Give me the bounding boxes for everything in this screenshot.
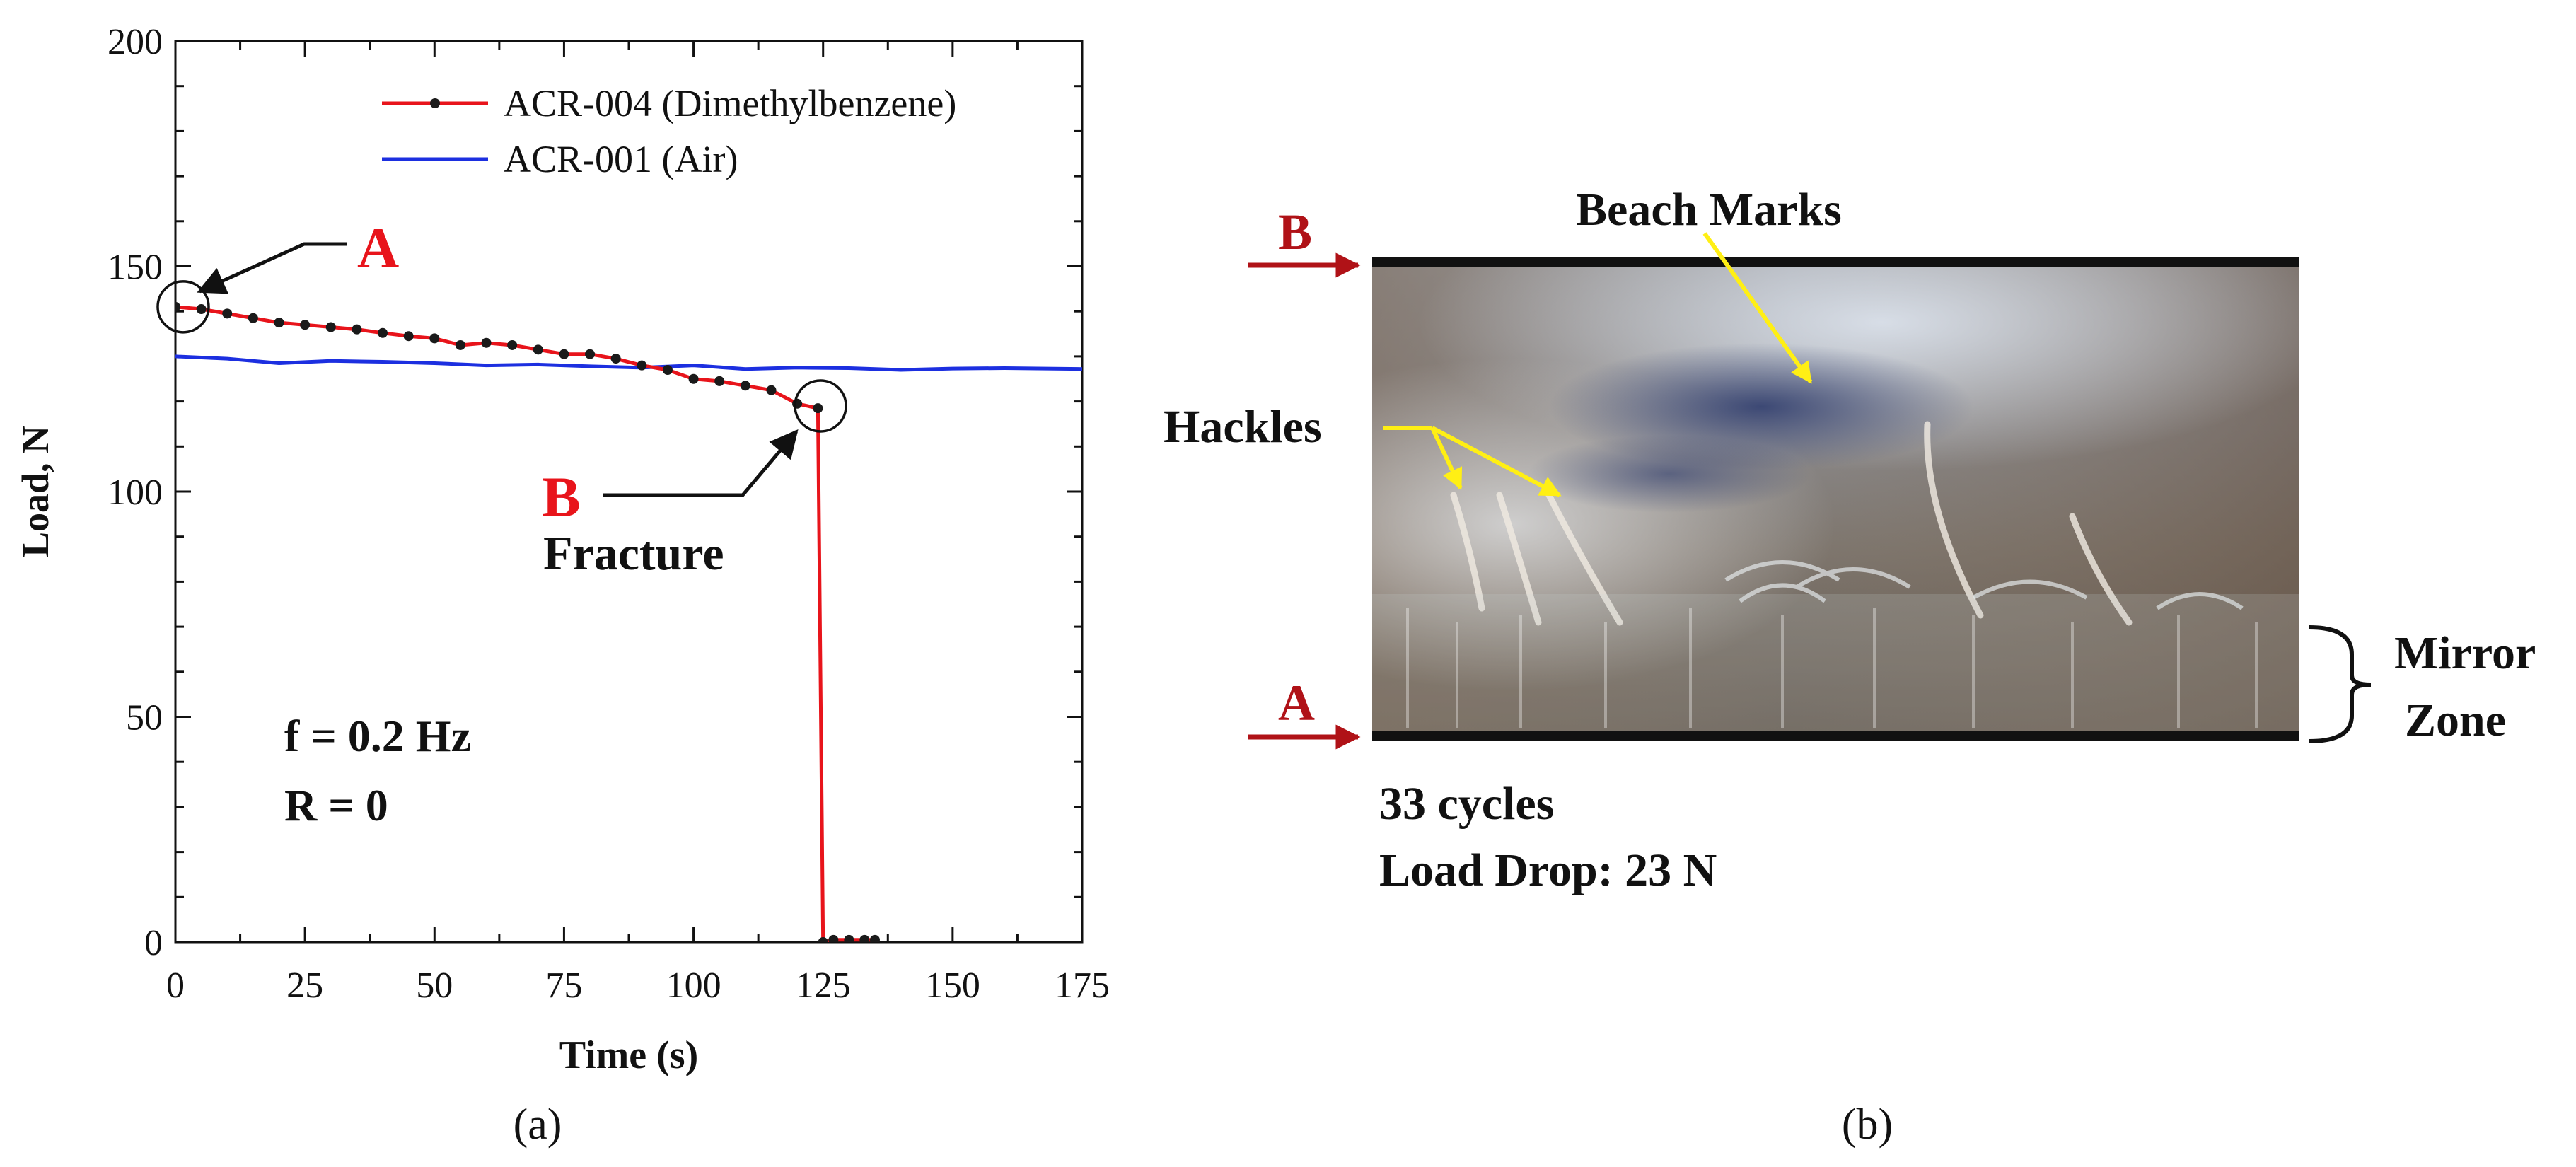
series-point	[403, 331, 414, 342]
x-tick-label: 0	[166, 965, 185, 1006]
x-tick-label: 25	[286, 965, 323, 1006]
legend-label-dimethylbenzene: ACR-004 (Dimethylbenzene)	[504, 82, 956, 124]
series-point	[533, 344, 543, 355]
mirror-zone-brace	[2309, 625, 2372, 743]
x-tick-label: 100	[666, 965, 721, 1006]
fracture-label: Fracture	[543, 526, 724, 580]
series-point	[429, 333, 440, 344]
point-a-arrow	[197, 242, 347, 294]
point-a-circle	[156, 280, 210, 334]
load-drop-label: Load Drop: 23 N	[1379, 844, 1717, 896]
mirror-zone-label-line1: Mirror	[2394, 627, 2536, 679]
series-point	[637, 360, 647, 371]
series-layer	[175, 301, 1082, 942]
series-point	[274, 318, 284, 328]
x-tick-label: 50	[416, 965, 453, 1006]
y-tick-label: 100	[108, 472, 163, 513]
point-b-label: B	[542, 465, 581, 529]
series-point	[248, 313, 258, 323]
series-point	[196, 304, 207, 315]
point-a-label: A	[357, 216, 399, 280]
frequency-label: f = 0.2 Hz	[284, 711, 471, 761]
series-point	[714, 376, 725, 386]
series-point	[222, 308, 233, 319]
series-point	[859, 934, 870, 942]
x-tick-label: 125	[796, 965, 851, 1006]
panel-a-caption: (a)	[514, 1101, 562, 1149]
panel-b-photo: B A Beach Marks Hackles Mirror Zone 33 c…	[1164, 184, 2536, 1149]
hackles-arrow-right	[1431, 426, 1562, 497]
series-point	[559, 349, 569, 359]
hackles-label: Hackles	[1164, 401, 1322, 453]
y-tick-label: 0	[144, 923, 163, 963]
series-line-1	[175, 354, 1082, 372]
fracture-surface-image	[1372, 257, 2299, 741]
edge-a-label: A	[1278, 675, 1315, 731]
series-point	[507, 339, 518, 350]
panel-a-chart: 0 25 50 75 100 125 150 175 0 50 100 150 200 Time (s…	[14, 22, 1110, 1149]
y-tick-label: 150	[108, 248, 163, 288]
series-point	[844, 934, 854, 942]
series-line-0	[175, 305, 875, 942]
y-tick-labels: 0 50 100 150 200	[108, 22, 163, 963]
panel-b-caption: (b)	[1842, 1101, 1893, 1149]
series-point	[740, 381, 750, 391]
legend-marker-dimethylbenzene	[430, 98, 440, 108]
edge-b-label: B	[1278, 204, 1312, 260]
series-point	[688, 373, 699, 384]
series-point	[818, 937, 828, 942]
legend-label-air: ACR-001 (Air)	[504, 138, 738, 180]
x-axis-label: Time (s)	[559, 1033, 699, 1077]
series-point	[585, 349, 596, 359]
series-point	[175, 301, 180, 312]
series-point	[792, 398, 803, 409]
point-b-arrow	[603, 429, 799, 497]
series-point	[610, 354, 621, 364]
x-tick-labels: 0 25 50 75 100 125 150 175	[166, 965, 1110, 1006]
series-point	[455, 339, 465, 350]
ratio-label: R = 0	[284, 780, 388, 830]
series-point	[300, 320, 311, 330]
series-point	[869, 934, 880, 942]
x-tick-label: 175	[1055, 965, 1110, 1006]
series-point	[828, 934, 839, 942]
series-point	[662, 365, 673, 376]
series-point	[352, 324, 362, 335]
point-b-circle	[794, 379, 847, 433]
series-point	[813, 403, 823, 414]
hackles-arrow-left	[1430, 426, 1463, 490]
mirror-zone-label-line2: Zone	[2405, 695, 2506, 746]
legend: ACR-004 (Dimethylbenzene) ACR-001 (Air)	[382, 82, 956, 180]
series-point	[481, 337, 492, 348]
x-tick-label: 75	[545, 965, 582, 1006]
y-tick-label: 50	[126, 698, 163, 738]
axis-ticks	[174, 40, 1084, 944]
series-point	[325, 322, 336, 332]
y-tick-label: 200	[108, 22, 163, 62]
series-point	[766, 385, 777, 395]
y-axis-label: Load, N	[14, 426, 57, 557]
cycles-label: 33 cycles	[1379, 778, 1554, 830]
x-tick-label: 150	[925, 965, 980, 1006]
series-point	[378, 327, 388, 338]
annotations: A B Fracture f = 0.2 Hz R = 0	[156, 216, 847, 830]
beach-marks-arrow	[1702, 232, 1813, 384]
beach-marks-label: Beach Marks	[1576, 184, 1842, 236]
